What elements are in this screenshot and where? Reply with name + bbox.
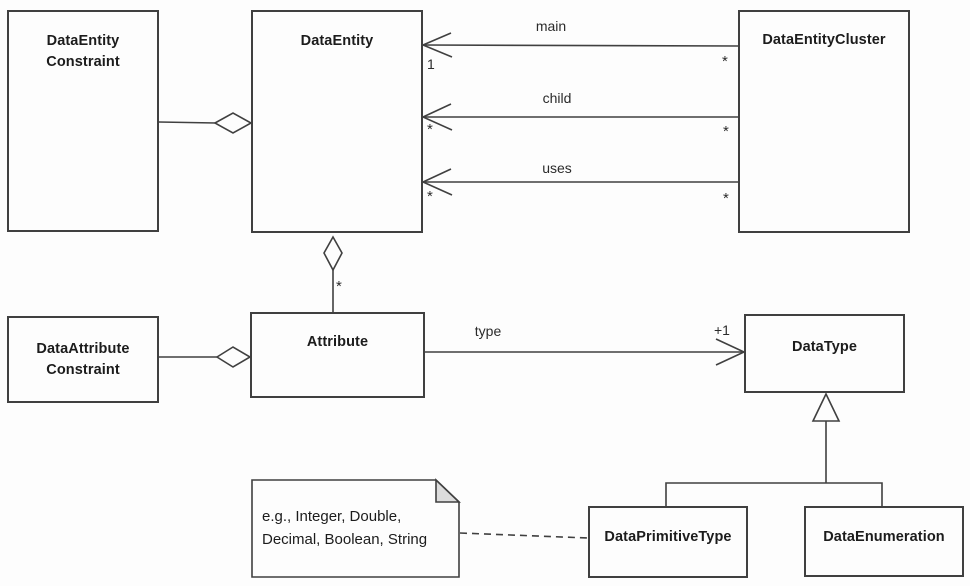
multiplicity-child-source: * xyxy=(723,123,729,140)
class-box-datatype: DataType xyxy=(744,314,905,393)
multiplicity-main-target: 1 xyxy=(427,56,435,72)
class-box-dataenumeration: DataEnumeration xyxy=(804,506,964,577)
note: e.g., Integer, Double, Decimal, Boolean,… xyxy=(262,505,452,551)
open-arrowhead-type xyxy=(715,338,746,366)
aggregation-diamond-dataentity-left xyxy=(213,112,253,134)
multiplicity-type-target: +1 xyxy=(714,322,730,338)
edge-inheritance-branches xyxy=(665,482,883,506)
class-title-line: Constraint xyxy=(46,54,120,70)
aggregation-diamond-attribute-left xyxy=(215,346,252,368)
class-title: DataType xyxy=(792,339,857,355)
note-fold-corner xyxy=(435,478,461,503)
edge-label-uses: uses xyxy=(542,160,572,176)
class-title-line: DataEntity xyxy=(46,33,120,49)
class-title: DataPrimitiveType xyxy=(604,529,732,545)
class-title-line: DataAttribute xyxy=(36,341,130,357)
note-text-line: Decimal, Boolean, String xyxy=(262,531,428,548)
class-title: DataEntity xyxy=(300,33,374,49)
class-box-dataattributeconstraint: DataAttribute Constraint xyxy=(7,316,159,403)
class-title-line: Constraint xyxy=(46,362,120,378)
multiplicity-child-target: * xyxy=(427,121,433,138)
edge-label-main: main xyxy=(535,18,567,34)
edge-note-dataprimitivetype xyxy=(459,532,589,539)
edge-label-child: child xyxy=(542,90,572,106)
edge-dataentityconstraint-dataentity xyxy=(158,121,217,124)
class-box-dataentity: DataEntity xyxy=(251,10,423,233)
class-box-dataprimitivetype: DataPrimitiveType xyxy=(588,506,748,578)
class-title: DataEnumeration xyxy=(823,529,945,545)
multiplicity-attribute: * xyxy=(336,278,342,295)
class-box-dataentitycluster: DataEntityCluster xyxy=(738,10,910,233)
multiplicity-uses-source: * xyxy=(723,190,729,207)
multiplicity-uses-target: * xyxy=(427,188,433,205)
note-text-line: e.g., Integer, Double, xyxy=(262,508,402,525)
open-arrowhead-main xyxy=(420,32,453,58)
inheritance-triangle-datatype xyxy=(811,392,841,422)
class-title: DataEntityCluster xyxy=(762,32,886,48)
class-box-attribute: Attribute xyxy=(250,312,425,398)
multiplicity-main-source: * xyxy=(722,53,728,70)
aggregation-diamond-dataentity-bottom xyxy=(323,235,343,272)
class-box-dataentityconstraint: DataEntity Constraint xyxy=(7,10,159,232)
edge-main xyxy=(422,44,739,47)
class-title: Attribute xyxy=(306,334,369,350)
edge-label-type: type xyxy=(474,323,502,339)
